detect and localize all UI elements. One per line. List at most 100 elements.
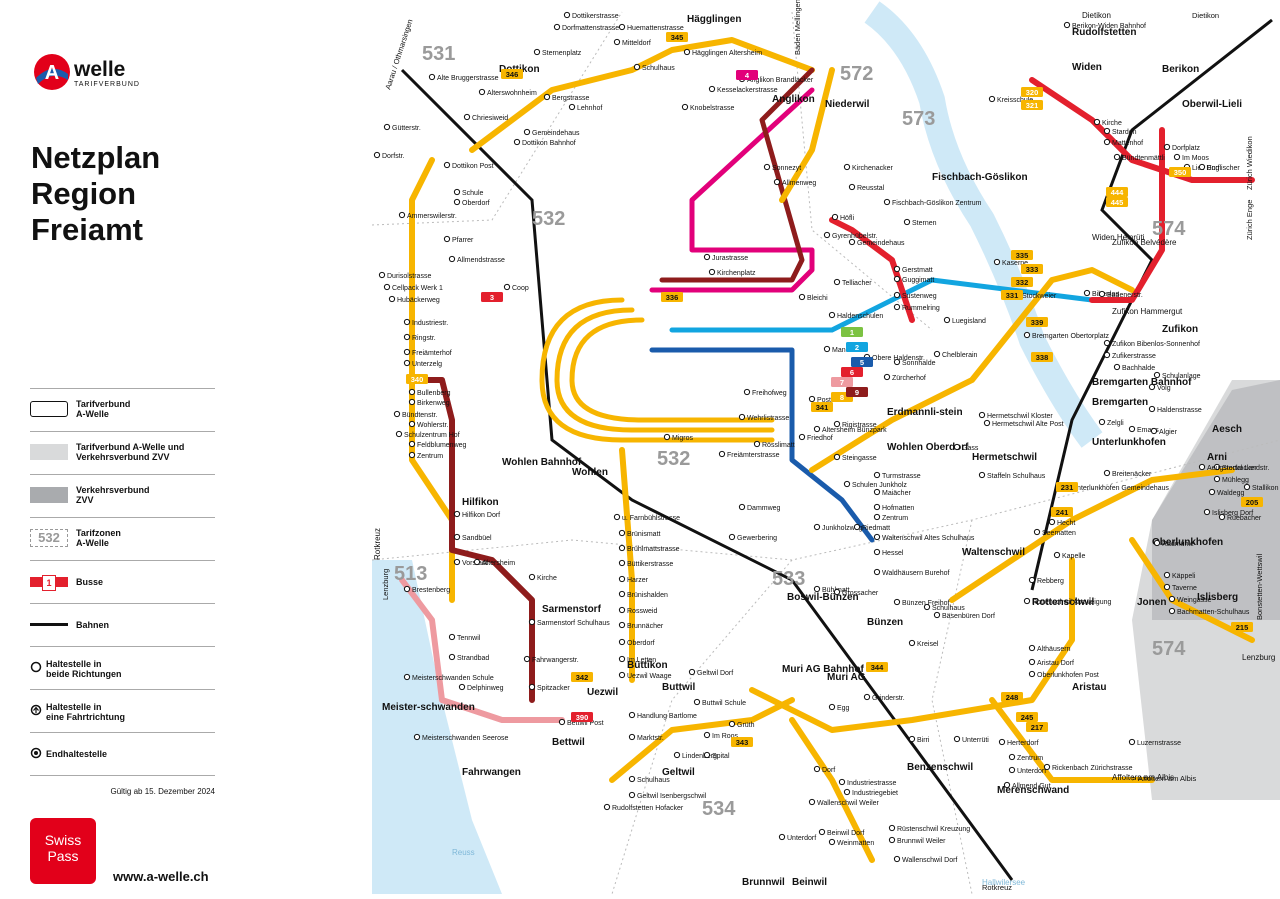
stop-marker[interactable] [933, 350, 941, 358]
stop-marker[interactable] [953, 735, 961, 743]
route-badge[interactable] [841, 367, 863, 377]
stop-marker[interactable] [998, 738, 1006, 746]
stop-marker[interactable] [978, 471, 986, 479]
stop-marker[interactable] [728, 720, 736, 728]
stop-marker[interactable] [1163, 571, 1171, 579]
stop-marker[interactable] [1213, 463, 1221, 471]
stop-marker[interactable] [813, 425, 821, 433]
route-badge[interactable] [406, 374, 428, 384]
stop-marker[interactable] [453, 558, 461, 566]
route-badge[interactable] [866, 662, 888, 672]
stop-marker[interactable] [618, 638, 626, 646]
stop-marker[interactable] [1098, 418, 1106, 426]
stop-marker[interactable] [728, 533, 736, 541]
stop-marker[interactable] [408, 451, 416, 459]
stop-marker[interactable] [833, 588, 841, 596]
stop-marker[interactable] [893, 291, 901, 299]
stop-marker[interactable] [1063, 21, 1071, 29]
stop-marker[interactable] [398, 211, 406, 219]
stop-marker[interactable] [1113, 363, 1121, 371]
stop-marker[interactable] [1103, 351, 1111, 359]
stop-marker[interactable] [1048, 518, 1056, 526]
stop-marker[interactable] [395, 430, 403, 438]
stop-marker[interactable] [628, 791, 636, 799]
stop-marker[interactable] [628, 711, 636, 719]
stop-marker[interactable] [693, 698, 701, 706]
stop-marker[interactable] [473, 558, 481, 566]
stop-marker[interactable] [1098, 290, 1106, 298]
stop-marker[interactable] [863, 693, 871, 701]
route-badge[interactable] [1231, 622, 1253, 632]
stop-marker[interactable] [1113, 153, 1121, 161]
route-badge[interactable] [1169, 167, 1191, 177]
stop-marker[interactable] [408, 420, 416, 428]
stop-marker[interactable] [1028, 576, 1036, 584]
route-badge[interactable] [1001, 692, 1023, 702]
stop-marker[interactable] [818, 828, 826, 836]
stop-marker[interactable] [1103, 127, 1111, 135]
stop-marker[interactable] [613, 513, 621, 521]
stop-marker[interactable] [988, 95, 996, 103]
stop-marker[interactable] [1008, 766, 1016, 774]
stop-marker[interactable] [893, 275, 901, 283]
stop-marker[interactable] [618, 590, 626, 598]
stop-marker[interactable] [403, 333, 411, 341]
stop-marker[interactable] [843, 788, 851, 796]
stop-marker[interactable] [618, 23, 626, 31]
route-badge[interactable] [481, 292, 503, 302]
stop-marker[interactable] [628, 775, 636, 783]
stop-marker[interactable] [1008, 753, 1016, 761]
stop-marker[interactable] [633, 63, 641, 71]
route-badge[interactable] [1056, 482, 1078, 492]
stop-marker[interactable] [1148, 383, 1156, 391]
stop-marker[interactable] [888, 824, 896, 832]
route-badge[interactable] [571, 712, 593, 722]
stop-marker[interactable] [388, 295, 396, 303]
stop-marker[interactable] [708, 268, 716, 276]
route-badge[interactable] [1021, 87, 1043, 97]
route-badge[interactable] [1026, 722, 1048, 732]
stop-marker[interactable] [848, 238, 856, 246]
route-badge[interactable] [661, 292, 683, 302]
stop-marker[interactable] [1093, 118, 1101, 126]
stop-marker[interactable] [823, 231, 831, 239]
stop-marker[interactable] [893, 855, 901, 863]
route-badge[interactable] [1241, 497, 1263, 507]
route-badge[interactable] [1001, 290, 1023, 300]
stop-marker[interactable] [763, 163, 771, 171]
route-badge[interactable] [1011, 277, 1033, 287]
stop-marker[interactable] [393, 410, 401, 418]
stop-marker[interactable] [703, 731, 711, 739]
stop-marker[interactable] [993, 258, 1001, 266]
stop-marker[interactable] [458, 683, 466, 691]
stop-marker[interactable] [703, 253, 711, 261]
stop-marker[interactable] [1128, 738, 1136, 746]
stop-marker[interactable] [743, 388, 751, 396]
stop-marker[interactable] [773, 178, 781, 186]
stop-marker[interactable] [838, 778, 846, 786]
stop-marker[interactable] [403, 318, 411, 326]
stop-marker[interactable] [873, 513, 881, 521]
stop-marker[interactable] [943, 316, 951, 324]
stop-marker[interactable] [618, 606, 626, 614]
stop-marker[interactable] [823, 345, 831, 353]
stop-marker[interactable] [1198, 463, 1206, 471]
stop-marker[interactable] [533, 48, 541, 56]
route-badge[interactable] [846, 342, 868, 352]
stop-marker[interactable] [1083, 289, 1091, 297]
stop-marker[interactable] [673, 751, 681, 759]
stop-marker[interactable] [893, 303, 901, 311]
route-badge[interactable] [501, 69, 523, 79]
website-url[interactable]: www.a-welle.ch [113, 869, 209, 884]
stop-marker[interactable] [1023, 597, 1031, 605]
stop-marker[interactable] [1003, 781, 1011, 789]
stop-marker[interactable] [1168, 595, 1176, 603]
stop-marker[interactable] [478, 88, 486, 96]
stop-marker[interactable] [888, 836, 896, 844]
route-badge[interactable] [1026, 317, 1048, 327]
stop-marker[interactable] [753, 440, 761, 448]
stop-marker[interactable] [893, 598, 901, 606]
stop-marker[interactable] [1168, 607, 1176, 615]
stop-marker[interactable] [873, 503, 881, 511]
